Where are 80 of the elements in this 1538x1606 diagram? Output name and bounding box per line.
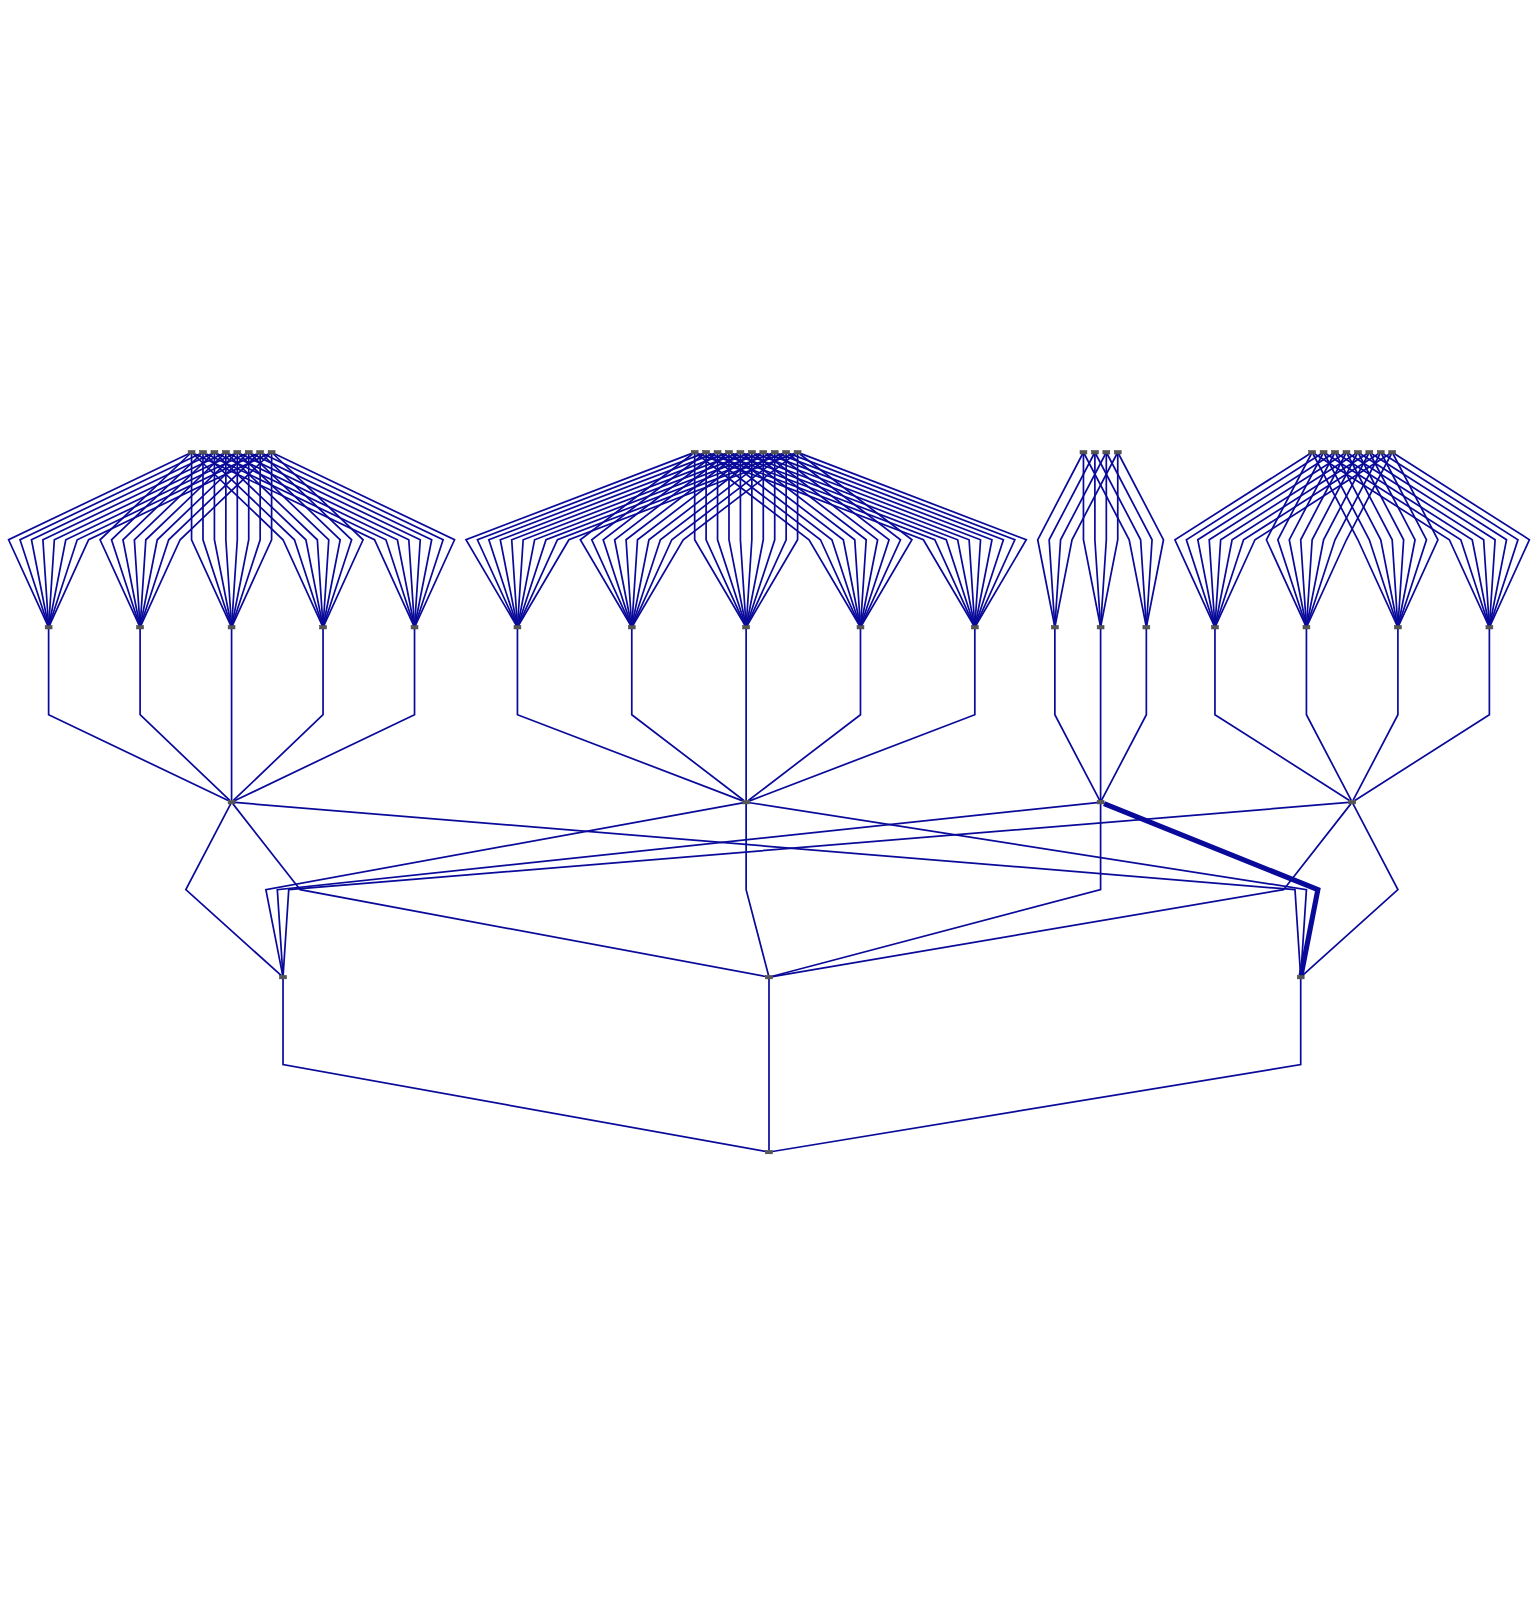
connector	[1394, 453, 1531, 628]
connector	[1335, 453, 1399, 628]
connector	[133, 453, 225, 628]
connector	[1305, 628, 1353, 803]
connector	[184, 803, 282, 978]
connector	[748, 628, 976, 803]
connector	[745, 453, 776, 628]
connector	[693, 453, 746, 628]
connector	[1288, 453, 1335, 628]
connector	[225, 453, 233, 628]
connector	[1106, 453, 1153, 628]
connector	[1185, 453, 1322, 628]
connector	[261, 453, 353, 628]
connector	[1094, 453, 1102, 628]
connector	[771, 978, 1302, 1154]
connector	[276, 802, 1099, 978]
connector	[1054, 453, 1118, 628]
connector	[1276, 453, 1324, 628]
connector	[1054, 628, 1101, 803]
connector	[1305, 453, 1358, 628]
connector	[232, 628, 324, 803]
connector	[1380, 453, 1428, 628]
connector	[1173, 453, 1311, 628]
connector	[213, 453, 233, 628]
connector	[798, 453, 914, 628]
connector	[190, 453, 232, 628]
connector	[1352, 628, 1399, 803]
connector	[1392, 453, 1439, 628]
connector	[139, 628, 231, 803]
connector	[1357, 453, 1405, 628]
connector	[110, 453, 203, 628]
connector	[630, 628, 745, 803]
connector	[745, 628, 747, 803]
connector	[1054, 453, 1107, 628]
connector	[282, 978, 767, 1154]
connector	[590, 453, 705, 628]
connector	[745, 453, 765, 628]
connector	[747, 628, 862, 803]
connector	[1099, 628, 1102, 803]
connector	[705, 453, 747, 628]
connector	[1094, 453, 1148, 628]
connector	[238, 453, 330, 628]
connector	[739, 453, 747, 628]
connector	[1301, 803, 1399, 978]
connector	[202, 453, 232, 628]
connector	[1354, 628, 1491, 803]
connector	[1099, 453, 1108, 628]
connector	[1100, 453, 1119, 628]
connector	[579, 453, 694, 628]
connector	[47, 628, 229, 803]
connector	[787, 453, 902, 628]
connector	[1214, 628, 1351, 803]
connector	[745, 803, 770, 978]
connector	[231, 453, 273, 628]
connector	[234, 628, 416, 803]
connector	[1265, 453, 1313, 628]
connector	[716, 453, 747, 628]
connector	[746, 453, 787, 628]
connector	[1305, 453, 1370, 628]
connector	[1117, 453, 1165, 628]
connector	[1196, 453, 1334, 628]
connector	[771, 803, 1102, 978]
connector	[1103, 802, 1321, 977]
connector	[231, 453, 250, 628]
connector	[1100, 628, 1148, 803]
connector	[231, 453, 262, 628]
connector	[768, 978, 770, 1153]
connector	[1083, 453, 1147, 628]
connector	[613, 453, 728, 628]
connector	[745, 453, 753, 628]
connector	[764, 453, 879, 628]
connector	[1082, 453, 1102, 628]
connector	[728, 453, 747, 628]
connector	[1036, 453, 1084, 628]
connector	[516, 628, 744, 803]
connector	[230, 628, 233, 803]
connector	[776, 453, 891, 628]
connector	[99, 453, 191, 628]
connector	[272, 453, 365, 628]
connector	[746, 453, 799, 628]
